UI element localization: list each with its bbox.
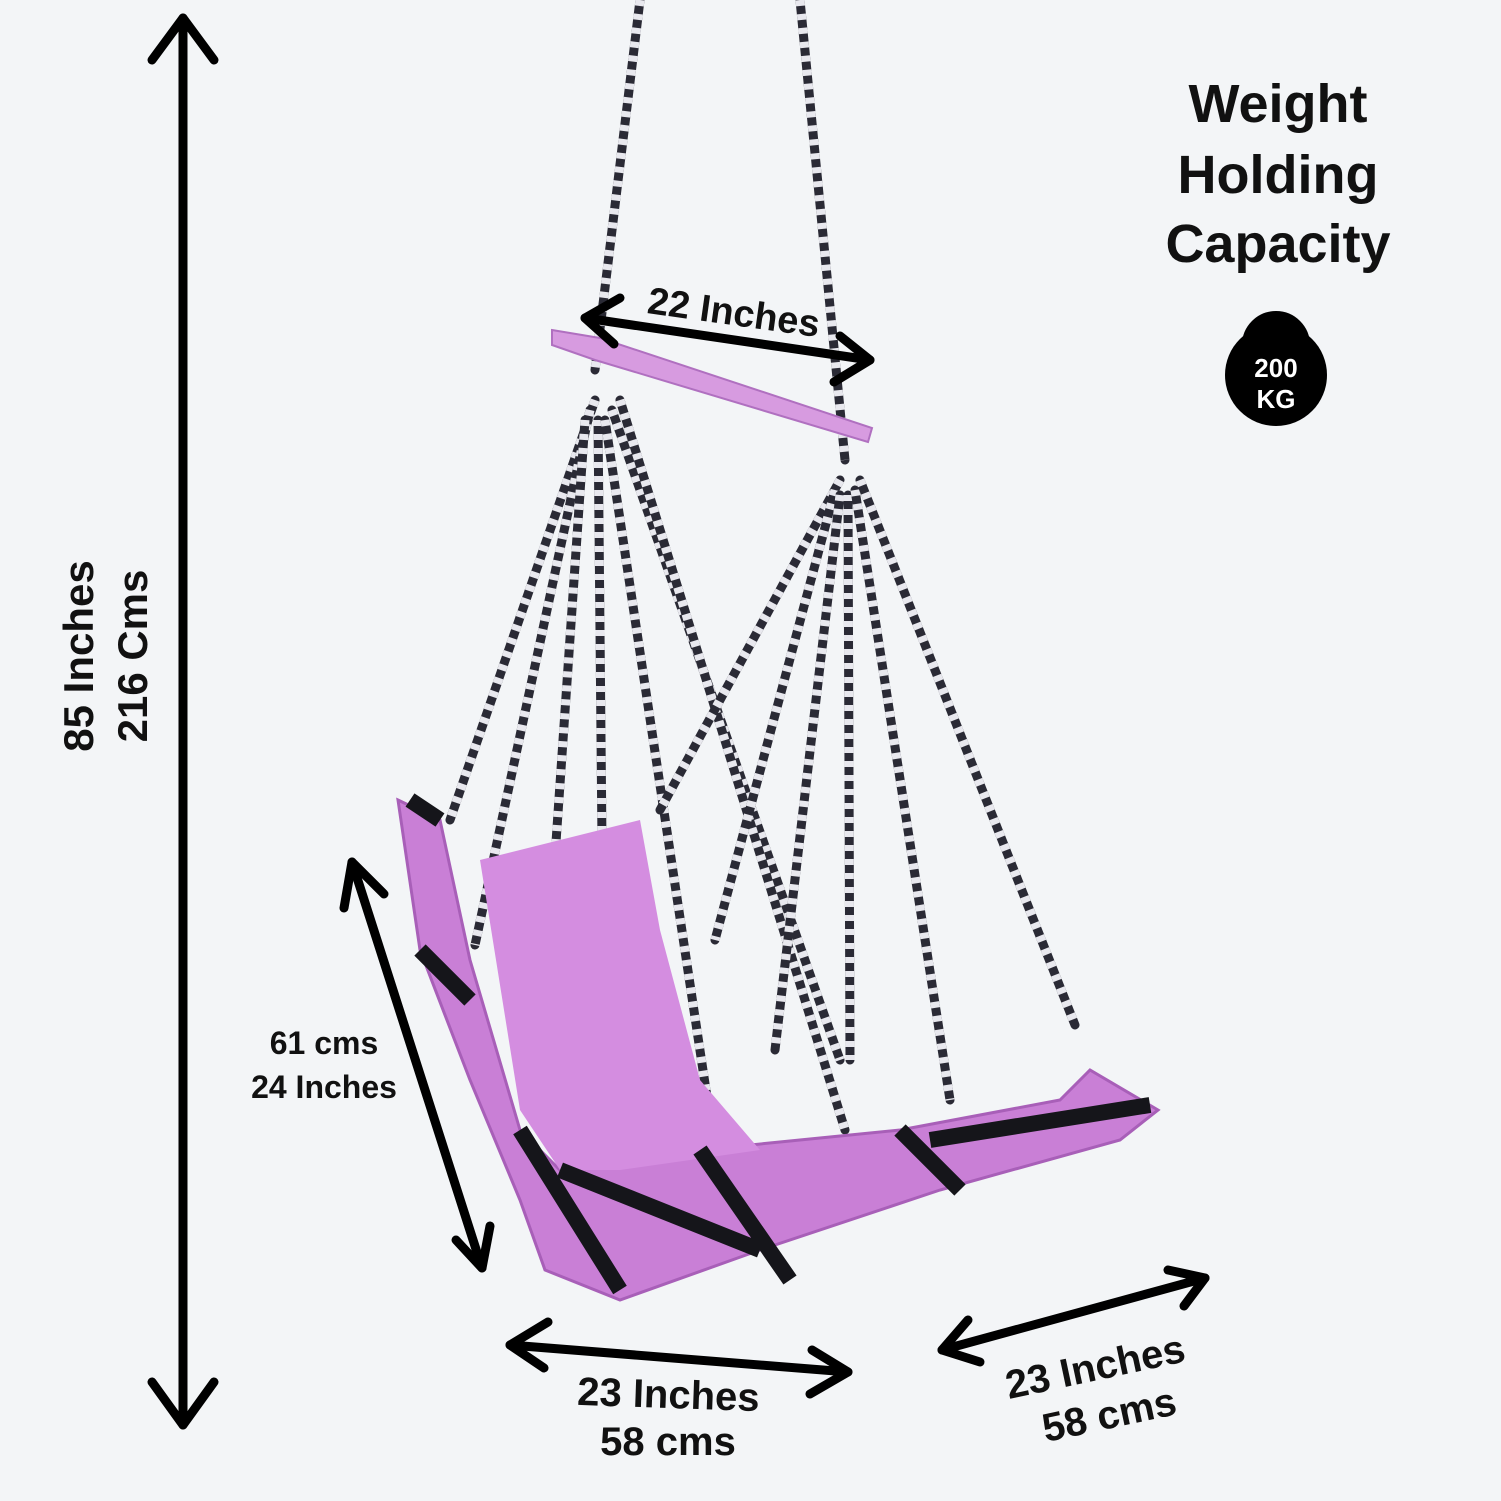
height-cms-label: 216 Cms xyxy=(109,570,156,743)
backrest-cms-label: 61 cms xyxy=(270,1025,379,1061)
seat-depth-arrow xyxy=(937,1265,1210,1367)
height-arrow xyxy=(147,13,219,1430)
kettlebell-icon xyxy=(1225,311,1327,426)
capacity-unit: KG xyxy=(1257,384,1296,414)
capacity-title-line-3: Capacity xyxy=(1165,214,1390,274)
swing-cushion xyxy=(396,793,1161,1302)
seat-width-inches-label: 23 Inches xyxy=(577,1370,761,1420)
top-bar-arrow xyxy=(580,293,875,387)
backrest-arrow xyxy=(339,857,495,1273)
height-inches-label: 85 Inches xyxy=(55,560,102,751)
capacity-title-line-1: Weight xyxy=(1189,74,1368,134)
capacity-title-line-2: Holding xyxy=(1178,145,1379,205)
backrest-inches-label: 24 Inches xyxy=(251,1069,397,1105)
seat-width-arrow xyxy=(505,1317,853,1399)
seat-width-cms-label: 58 cms xyxy=(600,1420,736,1464)
capacity-value: 200 xyxy=(1254,353,1297,383)
top-spreader-bar xyxy=(551,328,874,444)
